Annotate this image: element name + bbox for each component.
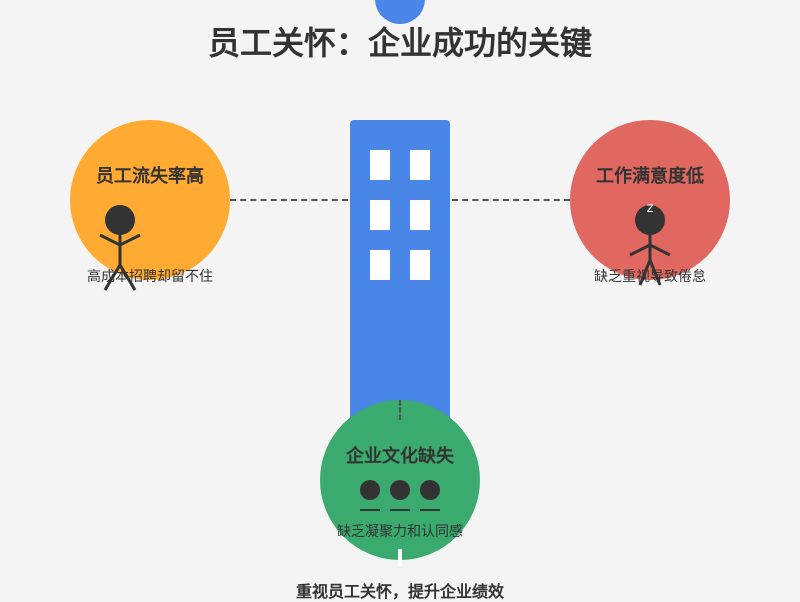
issue-culture: 企业文化缺失 缺乏凝聚力和认同感 bbox=[320, 400, 480, 560]
leaving-person-icon bbox=[99, 205, 141, 291]
issue-turnover-label: 员工流失率高 bbox=[96, 166, 204, 187]
connector-right bbox=[452, 199, 570, 201]
exclamation-icon bbox=[398, 549, 402, 566]
footer-message: 重视员工关怀，提升企业绩效 bbox=[295, 582, 504, 601]
disconnected-team-icon bbox=[360, 480, 440, 511]
building-window bbox=[370, 150, 390, 180]
page-title: 员工关怀：企业成功的关键 bbox=[207, 24, 592, 62]
tired-person-icon bbox=[629, 205, 671, 286]
building-window bbox=[370, 250, 390, 280]
company-building bbox=[350, 120, 450, 420]
building-window bbox=[410, 250, 430, 280]
building-window bbox=[410, 200, 430, 230]
issue-turnover-description: 高成本招聘却留不住 bbox=[87, 269, 213, 285]
building-window bbox=[410, 150, 430, 180]
issue-satisfaction-description: 缺乏重视导致倦怠 bbox=[594, 269, 706, 285]
issue-satisfaction-label: 工作满意度低 bbox=[596, 166, 704, 187]
building-window bbox=[370, 200, 390, 230]
issue-turnover: 员工流失率高 高成本招聘却留不住 bbox=[70, 120, 230, 291]
issue-culture-label: 企业文化缺失 bbox=[346, 446, 454, 467]
connector-bottom bbox=[399, 400, 401, 420]
issue-satisfaction: 工作满意度低 z 缺乏重视导致倦怠 bbox=[570, 120, 730, 286]
sleep-icon: z bbox=[646, 201, 654, 216]
connector-left bbox=[230, 199, 348, 201]
issue-culture-description: 缺乏凝聚力和认同感 bbox=[337, 524, 463, 540]
